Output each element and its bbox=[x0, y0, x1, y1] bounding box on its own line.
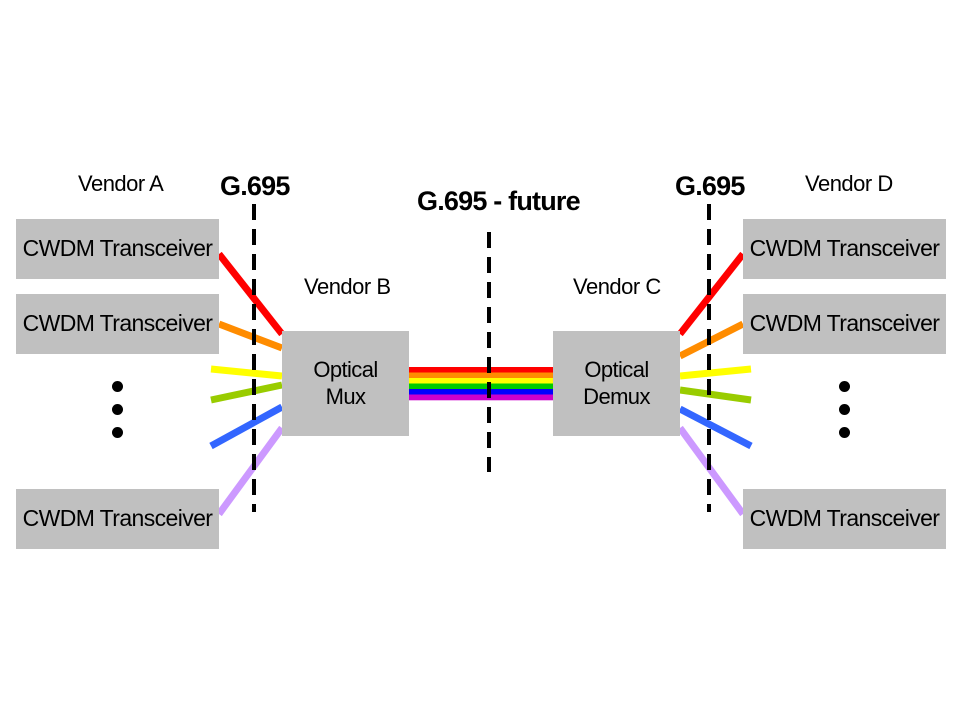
left-fiber-green bbox=[210, 381, 283, 404]
optical-demux-box: Optical Demux bbox=[553, 331, 680, 436]
rainbow-fiber-ribbon bbox=[409, 367, 553, 401]
right-transceiver-1: CWDM Transceiver bbox=[743, 219, 946, 279]
left-g695-label: G.695 bbox=[220, 171, 290, 201]
right-ellipsis-dot-1 bbox=[839, 381, 850, 392]
right-g695-label: G.695 bbox=[675, 171, 745, 201]
left-transceiver-1: CWDM Transceiver bbox=[16, 219, 219, 279]
right-fiber-orange bbox=[678, 320, 745, 360]
right-fiber-red bbox=[677, 251, 746, 337]
optical-mux-line2: Mux bbox=[325, 383, 366, 409]
right-fiber-green bbox=[679, 386, 752, 404]
center-g695-future-label: G.695 - future bbox=[417, 186, 581, 216]
left-fiber-orange bbox=[217, 320, 284, 352]
optical-demux-line1: Optical bbox=[584, 357, 649, 383]
left-ellipsis-dot-2 bbox=[112, 404, 123, 415]
ribbon-band-orange bbox=[409, 372, 553, 379]
left-ellipsis-dot-1 bbox=[112, 381, 123, 392]
right-fibers bbox=[677, 251, 753, 517]
left-fiber-yellow bbox=[210, 365, 283, 380]
left-fiber-violet bbox=[216, 425, 285, 517]
right-fiber-violet bbox=[677, 425, 746, 517]
right-fiber-yellow bbox=[679, 365, 752, 380]
left-transceiver-3: CWDM Transceiver bbox=[16, 489, 219, 549]
optical-mux-box: Optical Mux bbox=[282, 331, 409, 436]
left-fiber-red bbox=[216, 251, 285, 337]
ribbon-band-yellow bbox=[409, 378, 553, 384]
ribbon-band-violet bbox=[409, 394, 553, 401]
ribbon-band-green bbox=[409, 383, 553, 390]
vendor-c-label: Vendor C bbox=[573, 274, 661, 299]
optical-mux-line1: Optical bbox=[313, 357, 378, 383]
optical-demux-line2: Demux bbox=[583, 383, 650, 409]
right-fiber-blue bbox=[678, 405, 753, 450]
right-ellipsis-dot-2 bbox=[839, 404, 850, 415]
right-transceiver-3: CWDM Transceiver bbox=[743, 489, 946, 549]
right-ellipsis-dot-3 bbox=[839, 427, 850, 438]
left-fiber-blue bbox=[209, 403, 284, 450]
ribbon-band-blue bbox=[409, 389, 553, 395]
left-fibers bbox=[209, 251, 285, 517]
vendor-d-label: Vendor D bbox=[805, 171, 893, 196]
right-transceiver-2: CWDM Transceiver bbox=[743, 294, 946, 354]
vendor-a-label: Vendor A bbox=[78, 171, 164, 196]
ribbon-band-red bbox=[409, 367, 553, 373]
left-transceiver-2: CWDM Transceiver bbox=[16, 294, 219, 354]
left-ellipsis-dot-3 bbox=[112, 427, 123, 438]
vendor-b-label: Vendor B bbox=[304, 274, 391, 299]
